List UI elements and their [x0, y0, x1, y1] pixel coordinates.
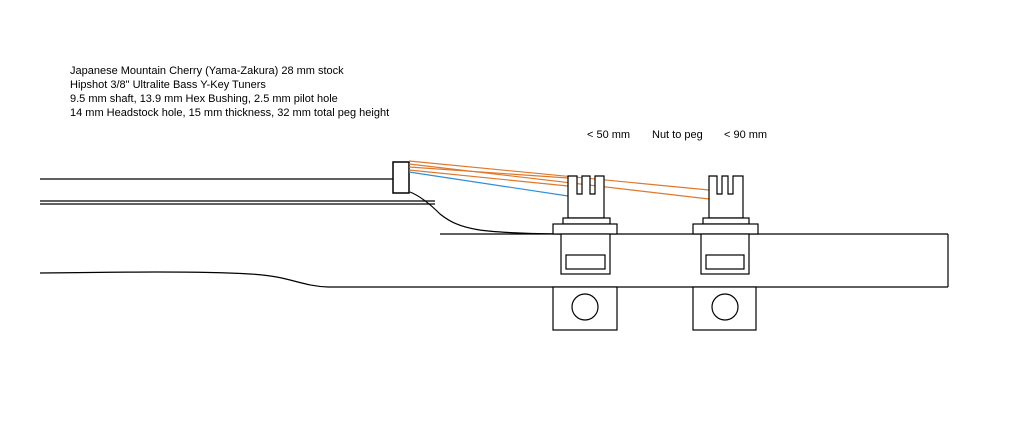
peg-1-bushing-inner: [565, 254, 606, 270]
string-orange-first-peg: [408, 166, 569, 179]
peg-2-washer: [702, 217, 750, 225]
note-shaft-bushing: 9.5 mm shaft, 13.9 mm Hex Bushing, 2.5 m…: [70, 93, 338, 105]
string-orange-first-peg-back: [408, 169, 569, 187]
peg-2-shaft: [708, 175, 744, 219]
specification-notes: Japanese Mountain Cherry (Yama-Zakura) 2…: [70, 64, 389, 120]
peg-1-gear-icon: [571, 293, 599, 321]
peg-1-nut: [552, 223, 618, 235]
tuner-peg-2: [692, 175, 759, 331]
peg-1-shaft: [567, 175, 605, 219]
note-headstock-dimensions: 14 mm Headstock hole, 15 mm thickness, 3…: [70, 107, 390, 119]
nut: [392, 161, 410, 194]
label-first-peg-distance: < 50 mm: [587, 129, 631, 141]
note-tuners: Hipshot 3/8" Ultralite Bass Y-Key Tuners: [70, 79, 266, 91]
headstock-volute: [409, 191, 561, 235]
label-nut-to-peg: Nut to peg: [652, 129, 703, 141]
string-orange-second-peg: [408, 160, 710, 191]
peg-1-washer: [562, 217, 611, 225]
peg-2-gear-icon: [711, 293, 739, 321]
label-second-peg-distance: < 90 mm: [724, 129, 768, 141]
peg-2-bushing-inner: [705, 254, 745, 270]
tuner-peg-1: [552, 175, 618, 331]
string-orange-second-peg-back: [408, 163, 710, 200]
neck-back-curve: [39, 271, 329, 288]
peg-2-nut: [692, 223, 759, 235]
note-wood-stock: Japanese Mountain Cherry (Yama-Zakura) 2…: [70, 65, 344, 77]
string-blue: [408, 171, 569, 197]
